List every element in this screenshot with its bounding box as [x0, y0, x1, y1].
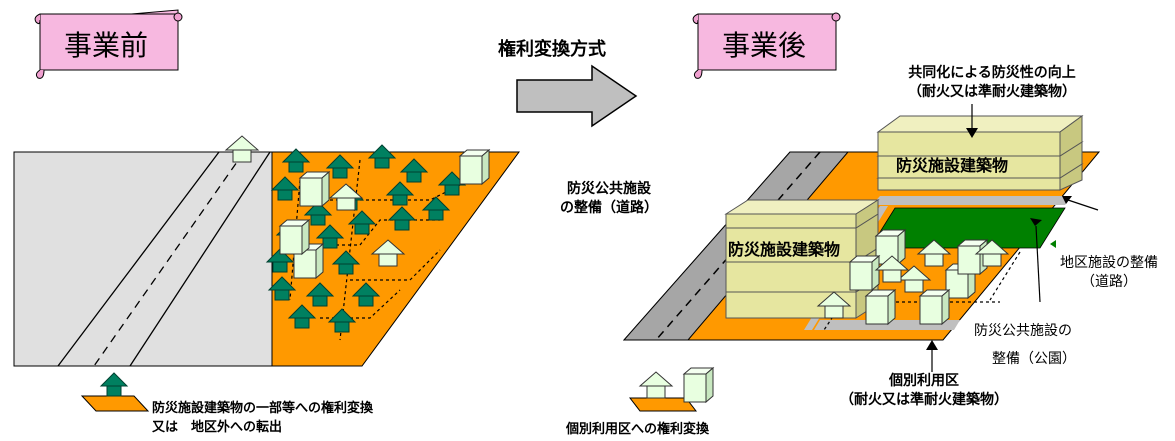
banner-after-label: 事業後	[722, 29, 807, 62]
transition-arrow	[516, 64, 638, 128]
banner-after	[692, 12, 841, 79]
callout-district-road-line1: 地区施設の整備	[1060, 255, 1158, 271]
legend-individual: 個別利用区への権利変換	[566, 422, 710, 437]
before-scene	[13, 135, 520, 367]
callout-coop-line1: 共同化による防災性の向上	[908, 65, 1076, 81]
after-scene	[622, 104, 1101, 372]
callout-individual-line2: （耐火又は準耐火建築物）	[840, 392, 1008, 408]
building-front-label: 防災施設建築物	[728, 240, 841, 259]
callout-park-line1: 防災公共施設の	[974, 323, 1072, 339]
legend-relocation-line2: 又は 地区外への転出	[152, 420, 283, 435]
arrow-label: 権利変換方式	[498, 39, 606, 60]
legend-icon-relocation	[80, 372, 150, 412]
callout-district-road-line2: （道路）	[1081, 274, 1137, 290]
building-back	[876, 115, 1084, 191]
legend-relocation-line1: 防災施設建築物の一部等への権利変換	[152, 401, 374, 416]
callout-individual-line1: 個別利用区	[889, 373, 959, 389]
callout-public-road-line1: 防災公共施設	[567, 181, 651, 197]
callout-coop: 共同化による防災性の向上 （耐火又は準耐火建築物）	[908, 64, 1076, 102]
legend-icon-individual	[628, 367, 714, 412]
callout-district-road: 地区施設の整備 （道路）	[1060, 254, 1158, 292]
callout-coop-line2: （耐火又は準耐火建築物）	[908, 84, 1076, 100]
callout-public-road: 防災公共施設 の整備（道路）	[560, 180, 658, 218]
callout-public-road-line2: の整備（道路）	[560, 200, 658, 216]
banner-before-label: 事業前	[64, 29, 149, 62]
building-back-label: 防災施設建築物	[896, 156, 1009, 175]
callout-park-line2: 整備（公園）	[992, 351, 1076, 367]
callout-individual: 個別利用区 （耐火又は準耐火建築物）	[840, 372, 1008, 410]
banner-before	[34, 9, 183, 79]
